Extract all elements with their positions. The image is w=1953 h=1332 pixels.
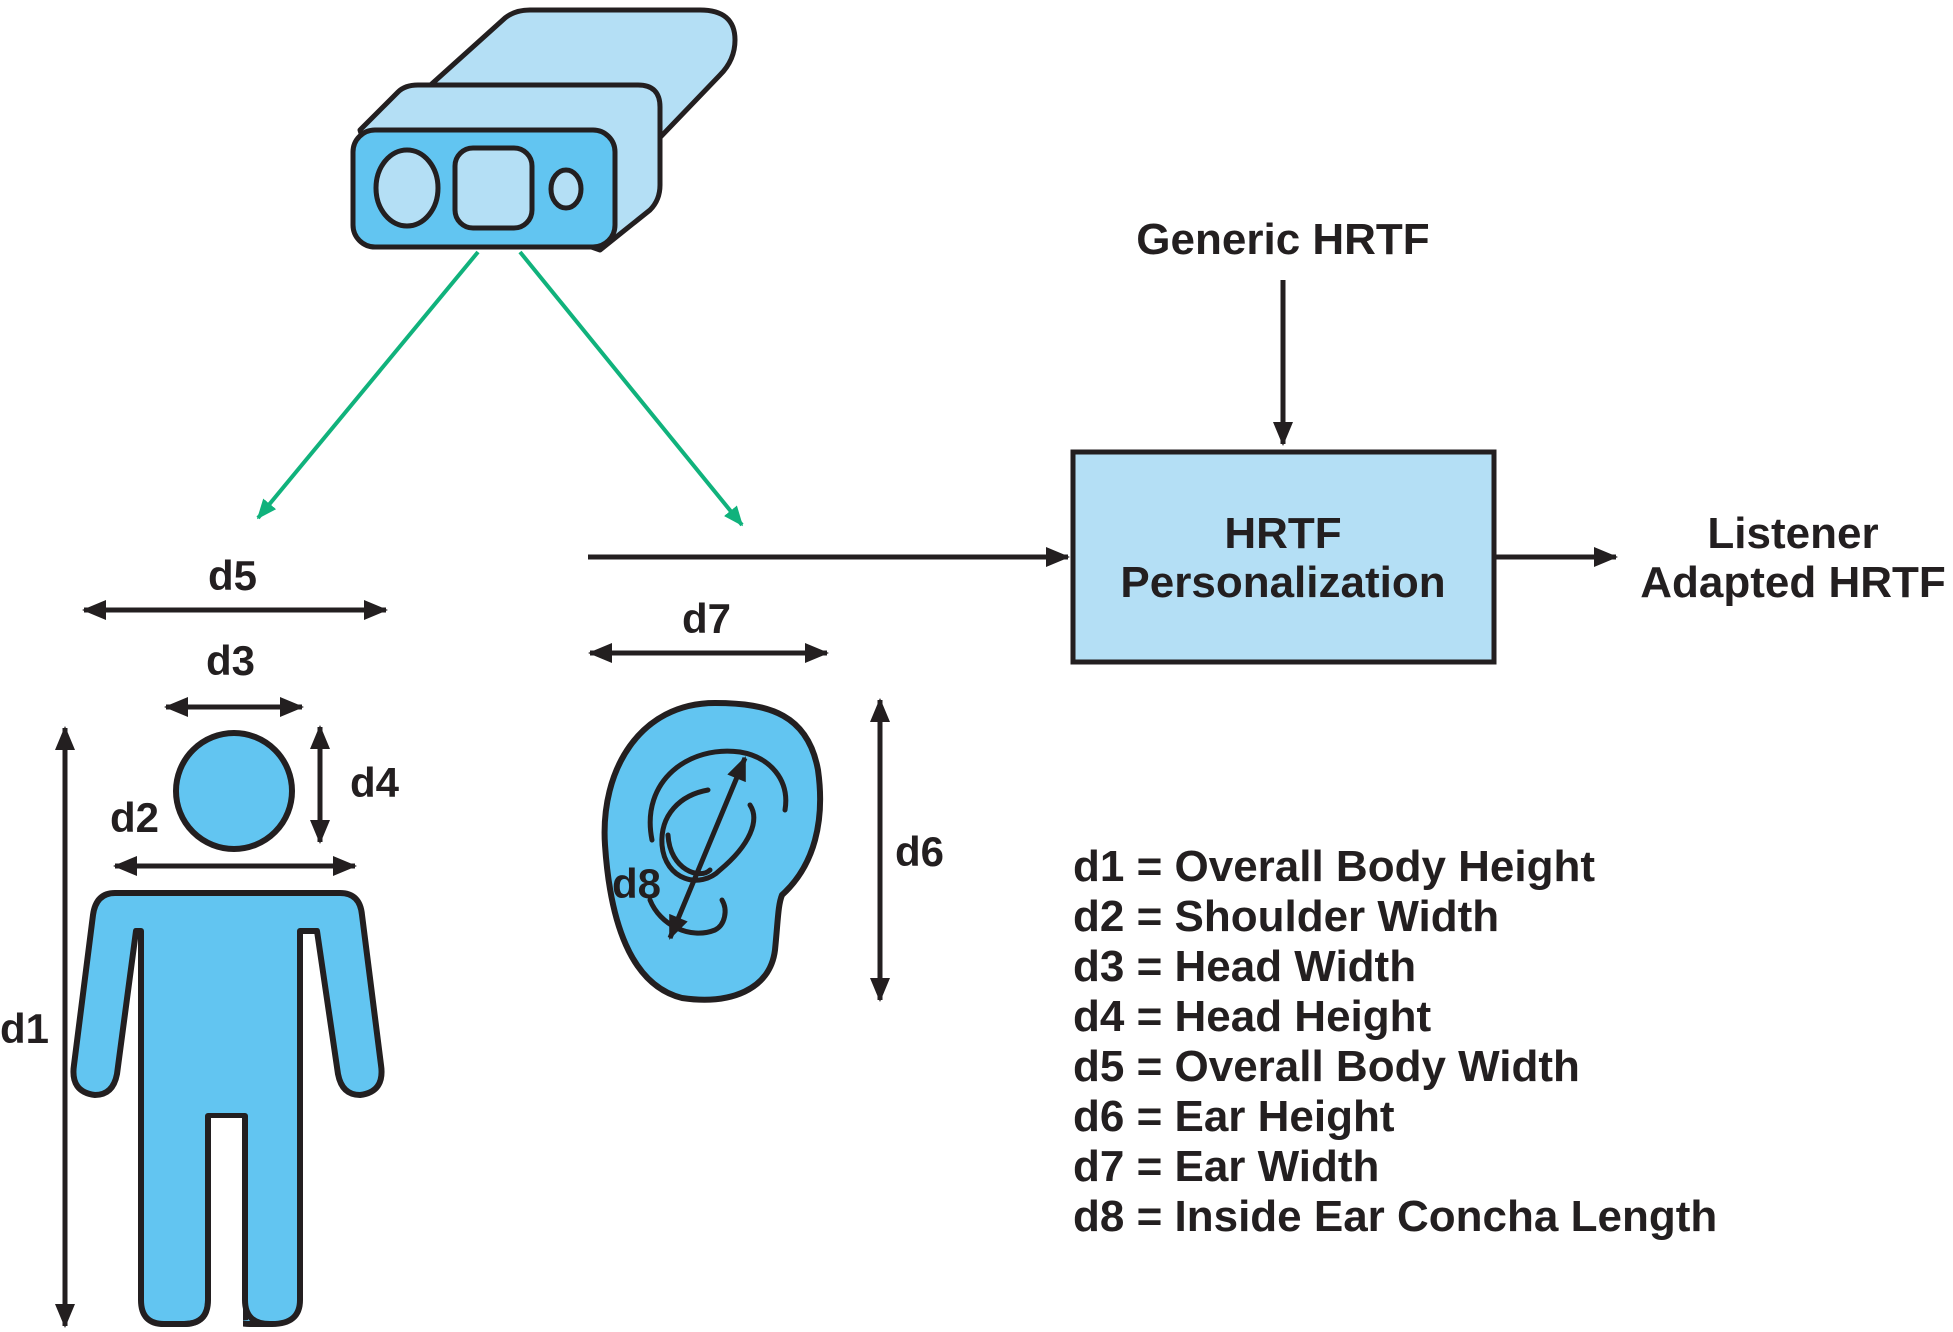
depth-camera-icon — [350, 7, 738, 253]
block-label-line2: Personalization — [1120, 558, 1445, 607]
capture-arrow-body — [256, 250, 480, 520]
d1-label: d1 — [0, 1005, 49, 1052]
block-label-line1: HRTF — [1224, 509, 1341, 558]
d2-label: d2 — [110, 794, 159, 841]
legend-item: d2 = Shoulder Width — [1073, 892, 1499, 941]
head-icon — [173, 730, 295, 852]
camera-lens-small-icon — [548, 167, 584, 211]
generic-hrtf-label: Generic HRTF — [1136, 215, 1429, 264]
d8-label: d8 — [612, 860, 661, 907]
dimension-legend: d1 = Overall Body Height d2 = Shoulder W… — [1073, 842, 1717, 1241]
legend-item: d5 = Overall Body Width — [1073, 1042, 1580, 1091]
legend-item: d8 = Inside Ear Concha Length — [1073, 1192, 1717, 1241]
d5-label: d5 — [208, 552, 257, 599]
d3-label: d3 — [206, 637, 255, 684]
camera-lens-center-icon — [452, 145, 535, 231]
camera-lens-left-icon — [373, 147, 441, 229]
ear-icon — [601, 700, 824, 1003]
hrtf-personalization-block — [1070, 449, 1497, 665]
legend-item: d7 = Ear Width — [1073, 1142, 1379, 1191]
output-label-line2: Adapted HRTF — [1640, 558, 1946, 607]
legend-item: d3 = Head Width — [1073, 942, 1416, 991]
legend-item: d4 = Head Height — [1073, 992, 1432, 1041]
output-label-line1: Listener — [1707, 509, 1878, 558]
human-figure-icon — [70, 730, 385, 1328]
d6-label: d6 — [895, 828, 944, 875]
d7-label: d7 — [682, 595, 731, 642]
legend-item: d6 = Ear Height — [1073, 1092, 1395, 1141]
capture-arrow-ear — [518, 250, 744, 527]
d4-label: d4 — [350, 759, 400, 806]
legend-item: d1 = Overall Body Height — [1073, 842, 1595, 891]
d8-arrow — [667, 756, 748, 940]
